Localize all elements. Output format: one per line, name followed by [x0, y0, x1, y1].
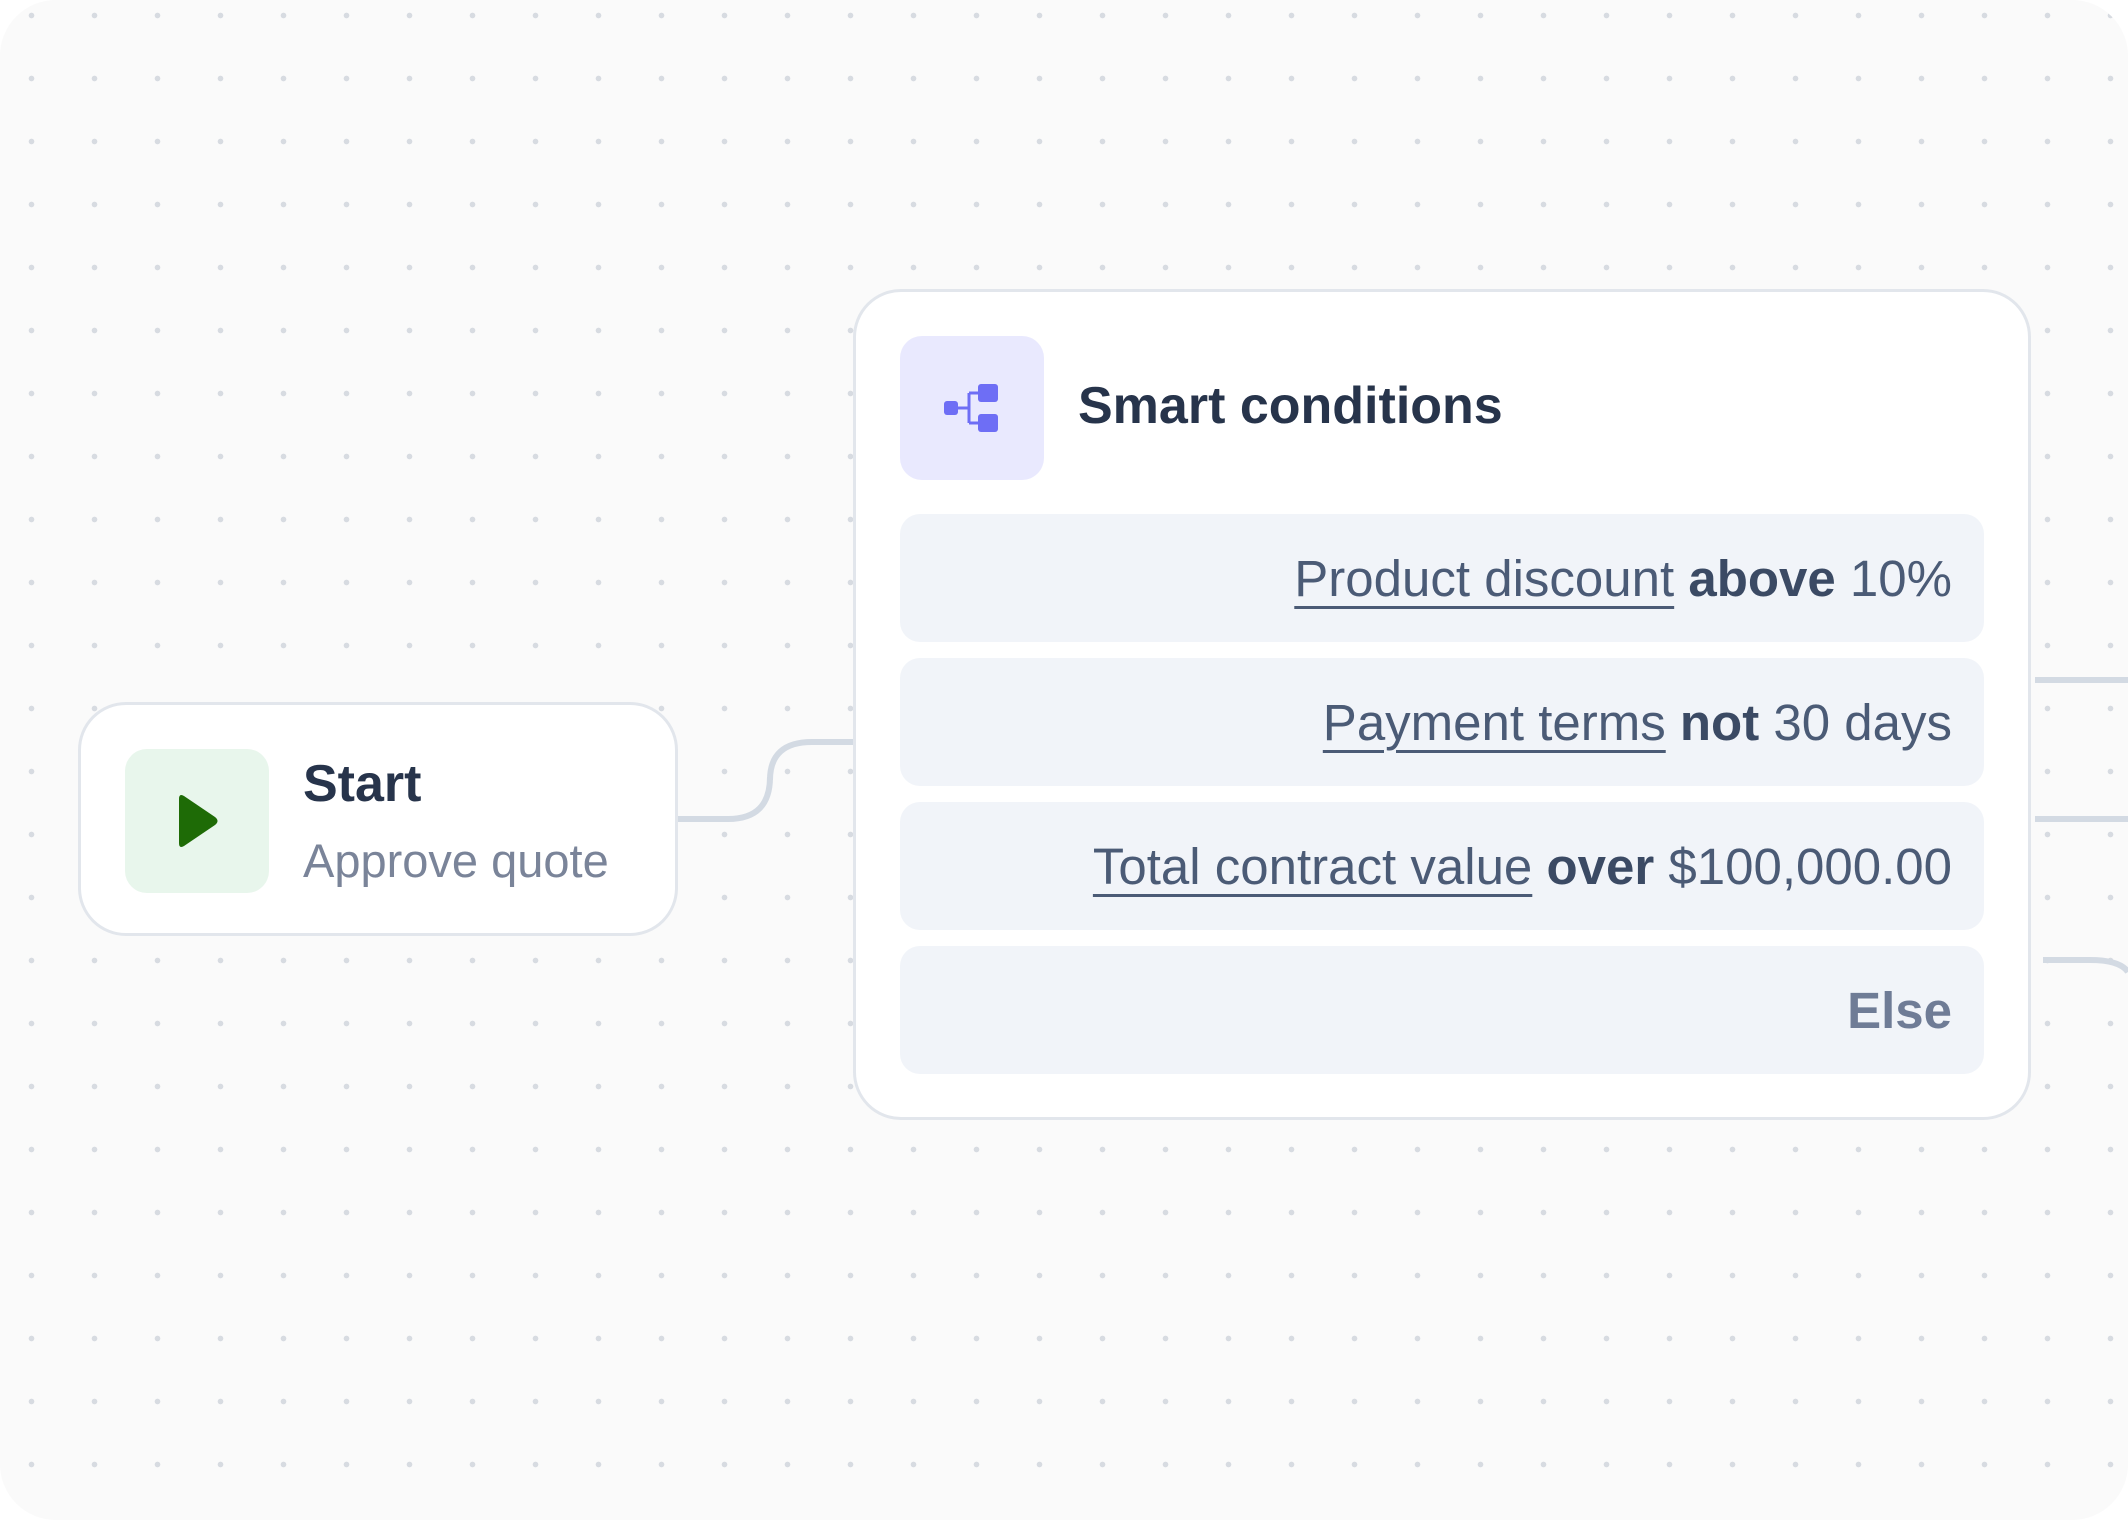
start-node-subtitle: Approve quote [303, 834, 609, 887]
condition-value: 10% [1849, 549, 1952, 607]
smart-conditions-title: Smart conditions [1078, 377, 1503, 435]
else-label: Else [1847, 981, 1952, 1039]
play-icon [125, 749, 269, 893]
start-node-title: Start [303, 755, 422, 813]
condition-row[interactable]: Payment terms not 30 days [900, 658, 1984, 786]
condition-field[interactable]: Product discount [1294, 549, 1675, 607]
else-row[interactable]: Else [900, 946, 1984, 1074]
condition-row[interactable]: Product discount above 10% [900, 514, 1984, 642]
condition-field[interactable]: Total contract value [1092, 837, 1533, 895]
condition-field[interactable]: Payment terms [1322, 693, 1666, 751]
condition-value: $100,000.00 [1668, 837, 1952, 895]
branch-icon [900, 336, 1044, 480]
condition-value: 30 days [1773, 693, 1952, 751]
smart-conditions-node[interactable]: Smart conditions Product discount above … [853, 289, 2031, 1120]
condition-operator: above [1688, 549, 1836, 607]
connector-start-to-conditions [678, 739, 855, 822]
connector-branch-3 [2043, 957, 2128, 974]
start-node[interactable]: Start Approve quote [78, 702, 678, 936]
condition-operator: not [1679, 693, 1760, 751]
condition-operator: over [1546, 837, 1655, 895]
condition-row[interactable]: Total contract value over $100,000.00 [900, 802, 1984, 930]
